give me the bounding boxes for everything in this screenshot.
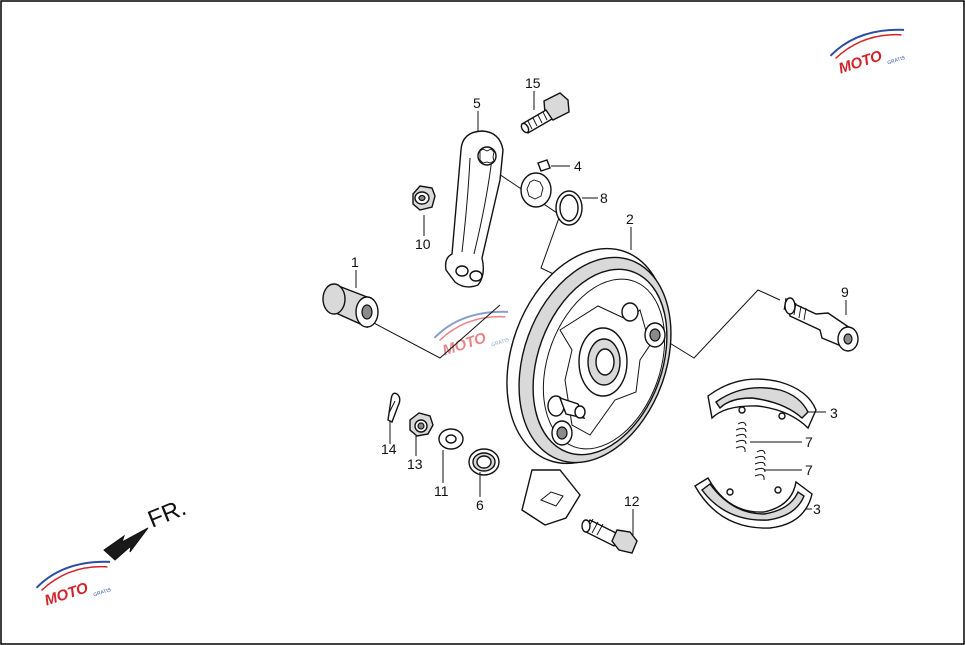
part-10-nut-shape [412, 185, 436, 211]
label-part-3-lower: 3 [813, 501, 821, 517]
label-part-15: 15 [525, 75, 541, 91]
part-14-cotter-pin-shape [387, 392, 401, 423]
part-11-washer-shape [438, 428, 464, 450]
part-12-stud-bolt-shape [581, 518, 638, 554]
part-3-shoe-upper-shape [707, 378, 817, 430]
label-part-8: 8 [600, 190, 608, 206]
part-2-brake-panel-shape [506, 247, 672, 526]
part-4-indicator-shape [520, 159, 552, 208]
label-part-11: 11 [434, 483, 449, 499]
part-7-spring-upper-shape [735, 421, 747, 453]
label-part-1: 1 [351, 254, 359, 270]
watermark-subtext: GRATIS [887, 55, 907, 67]
part-9-cam-shape [783, 297, 859, 352]
label-part-14: 14 [381, 441, 397, 457]
label-part-9: 9 [841, 284, 849, 300]
part-8-o-ring-shape [555, 190, 583, 226]
watermark-subtext: GRATIS [491, 337, 511, 349]
label-part-6: 6 [476, 497, 484, 513]
label-part-12: 12 [624, 493, 640, 509]
label-part-2: 2 [626, 211, 634, 227]
label-part-13: 13 [407, 456, 423, 472]
label-part-7-upper: 7 [805, 434, 813, 450]
label-part-7-lower: 7 [805, 462, 813, 478]
part-13-nut-shape [409, 412, 434, 437]
part-5-brake-arm-shape [444, 130, 504, 288]
part-7-spring-lower-shape [754, 449, 766, 481]
watermark-subtext: GRATIS [93, 587, 113, 599]
label-part-5: 5 [473, 95, 481, 111]
part-1-bushing-shape [322, 283, 379, 329]
part-15-bolt-shape [520, 92, 570, 134]
front-arrow-icon [103, 527, 149, 561]
label-part-3-upper: 3 [830, 405, 838, 421]
leader-lines [355, 91, 847, 535]
part-labels: 1 2 3 3 4 5 6 7 7 8 9 10 11 12 13 14 15 [351, 75, 849, 517]
label-part-4: 4 [574, 158, 582, 174]
label-part-10: 10 [415, 236, 431, 252]
part-6-bearing-shape [468, 448, 500, 476]
part-3-shoe-lower-shape [694, 477, 813, 529]
